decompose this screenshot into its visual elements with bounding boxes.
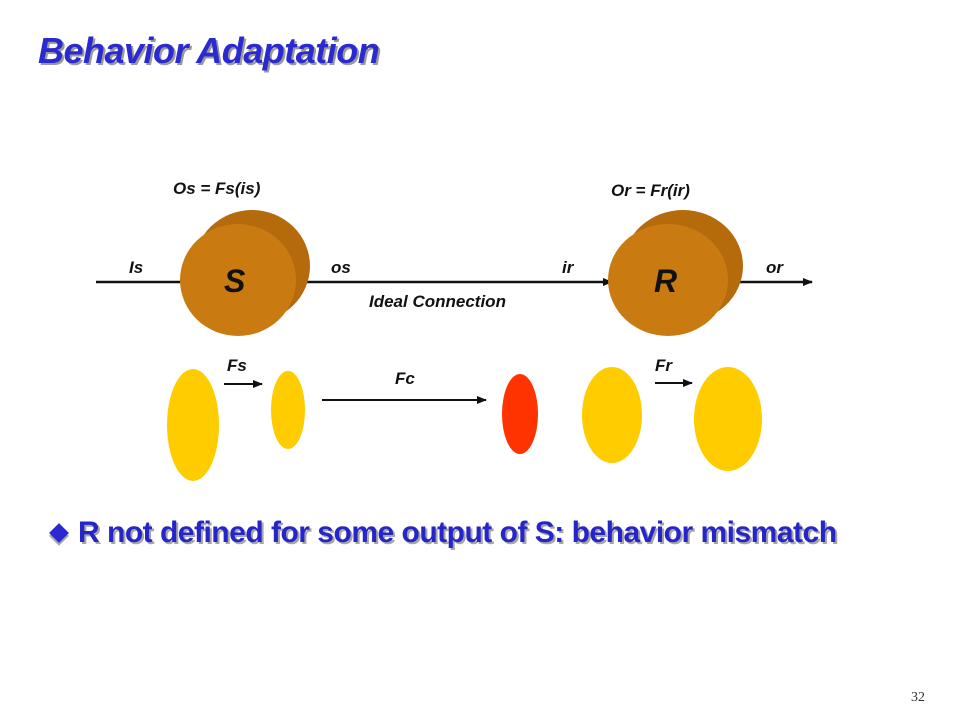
bullet-text: R not defined for some output of S: beha…	[78, 516, 837, 549]
sender-output-set	[271, 371, 305, 449]
connection-label: Ideal Connection	[369, 292, 506, 311]
sender-letter: S	[224, 263, 246, 299]
diamond-bullet-icon	[49, 523, 69, 543]
sender-function-label: Os = Fs(is)	[173, 179, 261, 198]
receiver-function-label: Or = Fr(ir)	[611, 181, 690, 200]
connection-set	[502, 374, 538, 454]
sender-input-set	[167, 369, 219, 481]
receiver-letter: R	[654, 263, 677, 299]
sender-output-label: os	[331, 258, 351, 277]
fc-label: Fc	[395, 369, 415, 388]
slide-title: Behavior Adaptation	[38, 30, 380, 71]
receiver-node: R	[608, 210, 743, 336]
sender-input-label: Is	[129, 258, 143, 277]
fs-label: Fs	[227, 356, 247, 375]
receiver-output-label: or	[766, 258, 784, 277]
slide-number: 32	[911, 690, 925, 705]
fr-label: Fr	[655, 356, 673, 375]
receiver-input-label: ir	[562, 258, 575, 277]
receiver-output-set	[694, 367, 762, 471]
sender-node: S	[180, 210, 310, 336]
receiver-input-set	[582, 367, 642, 463]
bullet-item: R not defined for some output of S: beha…	[49, 516, 837, 550]
